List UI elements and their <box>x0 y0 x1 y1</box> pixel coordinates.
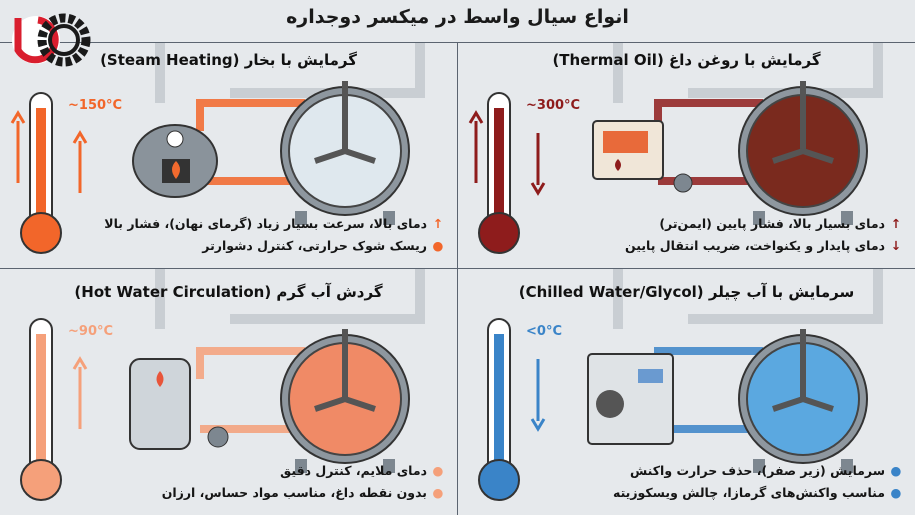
temperature-label: ~90°C <box>68 324 114 339</box>
heater-icon <box>592 120 693 193</box>
direction-arrows-icon <box>530 359 546 432</box>
boiler-icon <box>132 124 218 198</box>
dot-icon: ● <box>432 238 444 253</box>
bullet-list: ↑ دمای بسیار بالا، فشار پایین (ایمن‌تر) ↓ د… <box>625 213 903 257</box>
dot-icon: ● <box>890 463 902 478</box>
dot-icon: ● <box>432 463 444 478</box>
bullet-item: ↑ دمای بسیار بالا، فشار پایین (ایمن‌تر) <box>625 213 903 235</box>
brand-logo <box>12 13 91 67</box>
panel-hot-water: گردش آب گرم (Hot Water Circulation) ~90°C… <box>0 269 457 515</box>
bullet-list: ● سرمایش (زیر صفر)، حذف حرارت واکنش ● مناسب… <box>613 460 903 504</box>
chiller-icon <box>587 353 674 445</box>
jacketed-mixer-vessel <box>280 329 410 473</box>
direction-arrows-icon <box>72 356 88 429</box>
jacketed-mixer-vessel <box>280 81 410 225</box>
bullet-item: ● دمای ملایم، کنترل دقیق <box>162 460 445 482</box>
thermometer-icon <box>20 318 62 501</box>
background-pipes <box>613 269 883 329</box>
bullet-text: سرمایش (زیر صفر)، حذف حرارت واکنش <box>630 463 885 478</box>
arrow-up-icon: ↑ <box>432 216 444 231</box>
panel-title: گرمایش با روغن داغ (Thermal Oil) <box>552 51 821 69</box>
tank-icon <box>129 358 229 450</box>
bullet-item: ● سرمایش (زیر صفر)، حذف حرارت واکنش <box>613 460 903 482</box>
panel-title: گردش آب گرم (Hot Water Circulation) <box>74 283 383 301</box>
panel-title: سرمایش با آب چیلر (Chilled Water/Glycol) <box>518 283 855 301</box>
panel-title: گرمایش با بخار (Steam Heating) <box>100 51 357 69</box>
temperature-label: ~150°C <box>68 98 123 113</box>
bullet-text: دمای بسیار بالا، فشار پایین (ایمن‌تر) <box>659 216 885 231</box>
jacketed-mixer-vessel <box>738 329 868 473</box>
bullet-item: ● ریسک شوک حرارتی، کنترل دشوارتر <box>104 235 445 257</box>
arrow-down-icon: ↓ <box>890 238 902 253</box>
thermometer-icon <box>20 92 62 254</box>
illustration <box>468 43 883 254</box>
bullet-text: مناسب واکنش‌های گرمازا، چالش ویسکوزیته <box>612 485 885 500</box>
divider <box>457 42 458 515</box>
bullet-text: ریسک شوک حرارتی، کنترل دشوارتر <box>202 238 427 253</box>
jacketed-mixer-vessel <box>738 81 868 225</box>
panel-steam: گرمایش با بخار (Steam Heating) ~150°C ↑ دما… <box>0 43 457 268</box>
bullet-item: ↑ دمای بالا، سرعت بسیار زیاد (گرمای نهان)… <box>104 213 445 235</box>
temperature-label: <0°C <box>526 324 562 339</box>
temperature-label: ~300°C <box>526 98 581 113</box>
dot-icon: ● <box>432 485 444 500</box>
direction-arrows-icon <box>468 110 546 196</box>
thermometer-icon <box>478 92 520 254</box>
bullet-text: بدون نقطه داغ، مناسب مواد حساس، ارزان <box>161 485 427 500</box>
bullet-text: دمای بالا، سرعت بسیار زیاد (گرمای نهان)،… <box>104 216 427 231</box>
panel-chilled: سرمایش با آب چیلر (Chilled Water/Glycol)… <box>458 269 915 515</box>
bullet-text: دمای ملایم، کنترل دقیق <box>280 463 427 478</box>
bullet-item: ● بدون نقطه داغ، مناسب مواد حساس، ارزان <box>162 482 445 504</box>
background-pipes <box>155 269 425 329</box>
illustration <box>478 269 883 501</box>
background-pipes <box>613 43 883 103</box>
direction-arrows-icon <box>10 110 88 193</box>
background-pipes <box>155 43 425 103</box>
page-title: انواع سیال واسط در میکسر دوجداره <box>286 6 629 28</box>
bullet-list: ↑ دمای بالا، سرعت بسیار زیاد (گرمای نهان)… <box>104 213 445 257</box>
bullet-text: دمای پایدار و یکنواخت، ضریب انتقال پایین <box>625 238 885 253</box>
bullet-item: ↓ دمای پایدار و یکنواخت، ضریب انتقال پایی… <box>625 235 903 257</box>
bullet-item: ● مناسب واکنش‌های گرمازا، چالش ویسکوزیته <box>613 482 903 504</box>
jacket-pipe <box>196 99 305 185</box>
dot-icon: ● <box>890 485 902 500</box>
illustration <box>20 269 425 501</box>
illustration <box>10 43 425 254</box>
thermometer-icon <box>478 318 520 501</box>
arrow-up-icon: ↑ <box>890 216 902 231</box>
panel-oil: گرمایش با روغن داغ (Thermal Oil) ~300°C ↑ د… <box>458 43 915 268</box>
bullet-list: ● دمای ملایم، کنترل دقیق ● بدون نقطه داغ، م… <box>162 460 445 504</box>
